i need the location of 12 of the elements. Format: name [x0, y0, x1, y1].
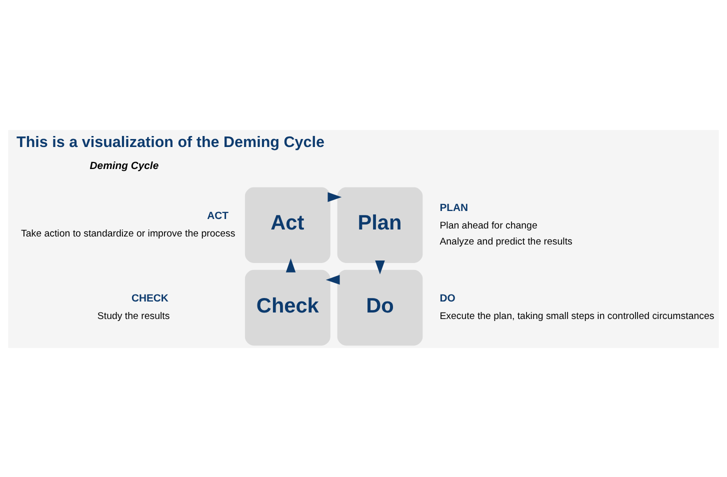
- diagram-title: This is a visualization of the Deming Cycle: [16, 134, 324, 151]
- arrow: [375, 260, 385, 274]
- node-label: PLAN: [440, 202, 468, 214]
- node-label: ACT: [207, 210, 229, 222]
- node-label: Analyze and predict the results: [440, 236, 572, 248]
- node-label: Plan ahead for change: [440, 220, 538, 232]
- node-label: Take action to standardize or improve the process: [21, 228, 236, 239]
- node-label: DO: [440, 292, 456, 304]
- node-label: Study the results: [97, 310, 170, 322]
- node-label: CHECK: [131, 292, 168, 304]
- node-label: Execute the plan, taking small steps in controlled circumstances: [440, 310, 714, 322]
- label: Deming Cycle: [90, 160, 159, 172]
